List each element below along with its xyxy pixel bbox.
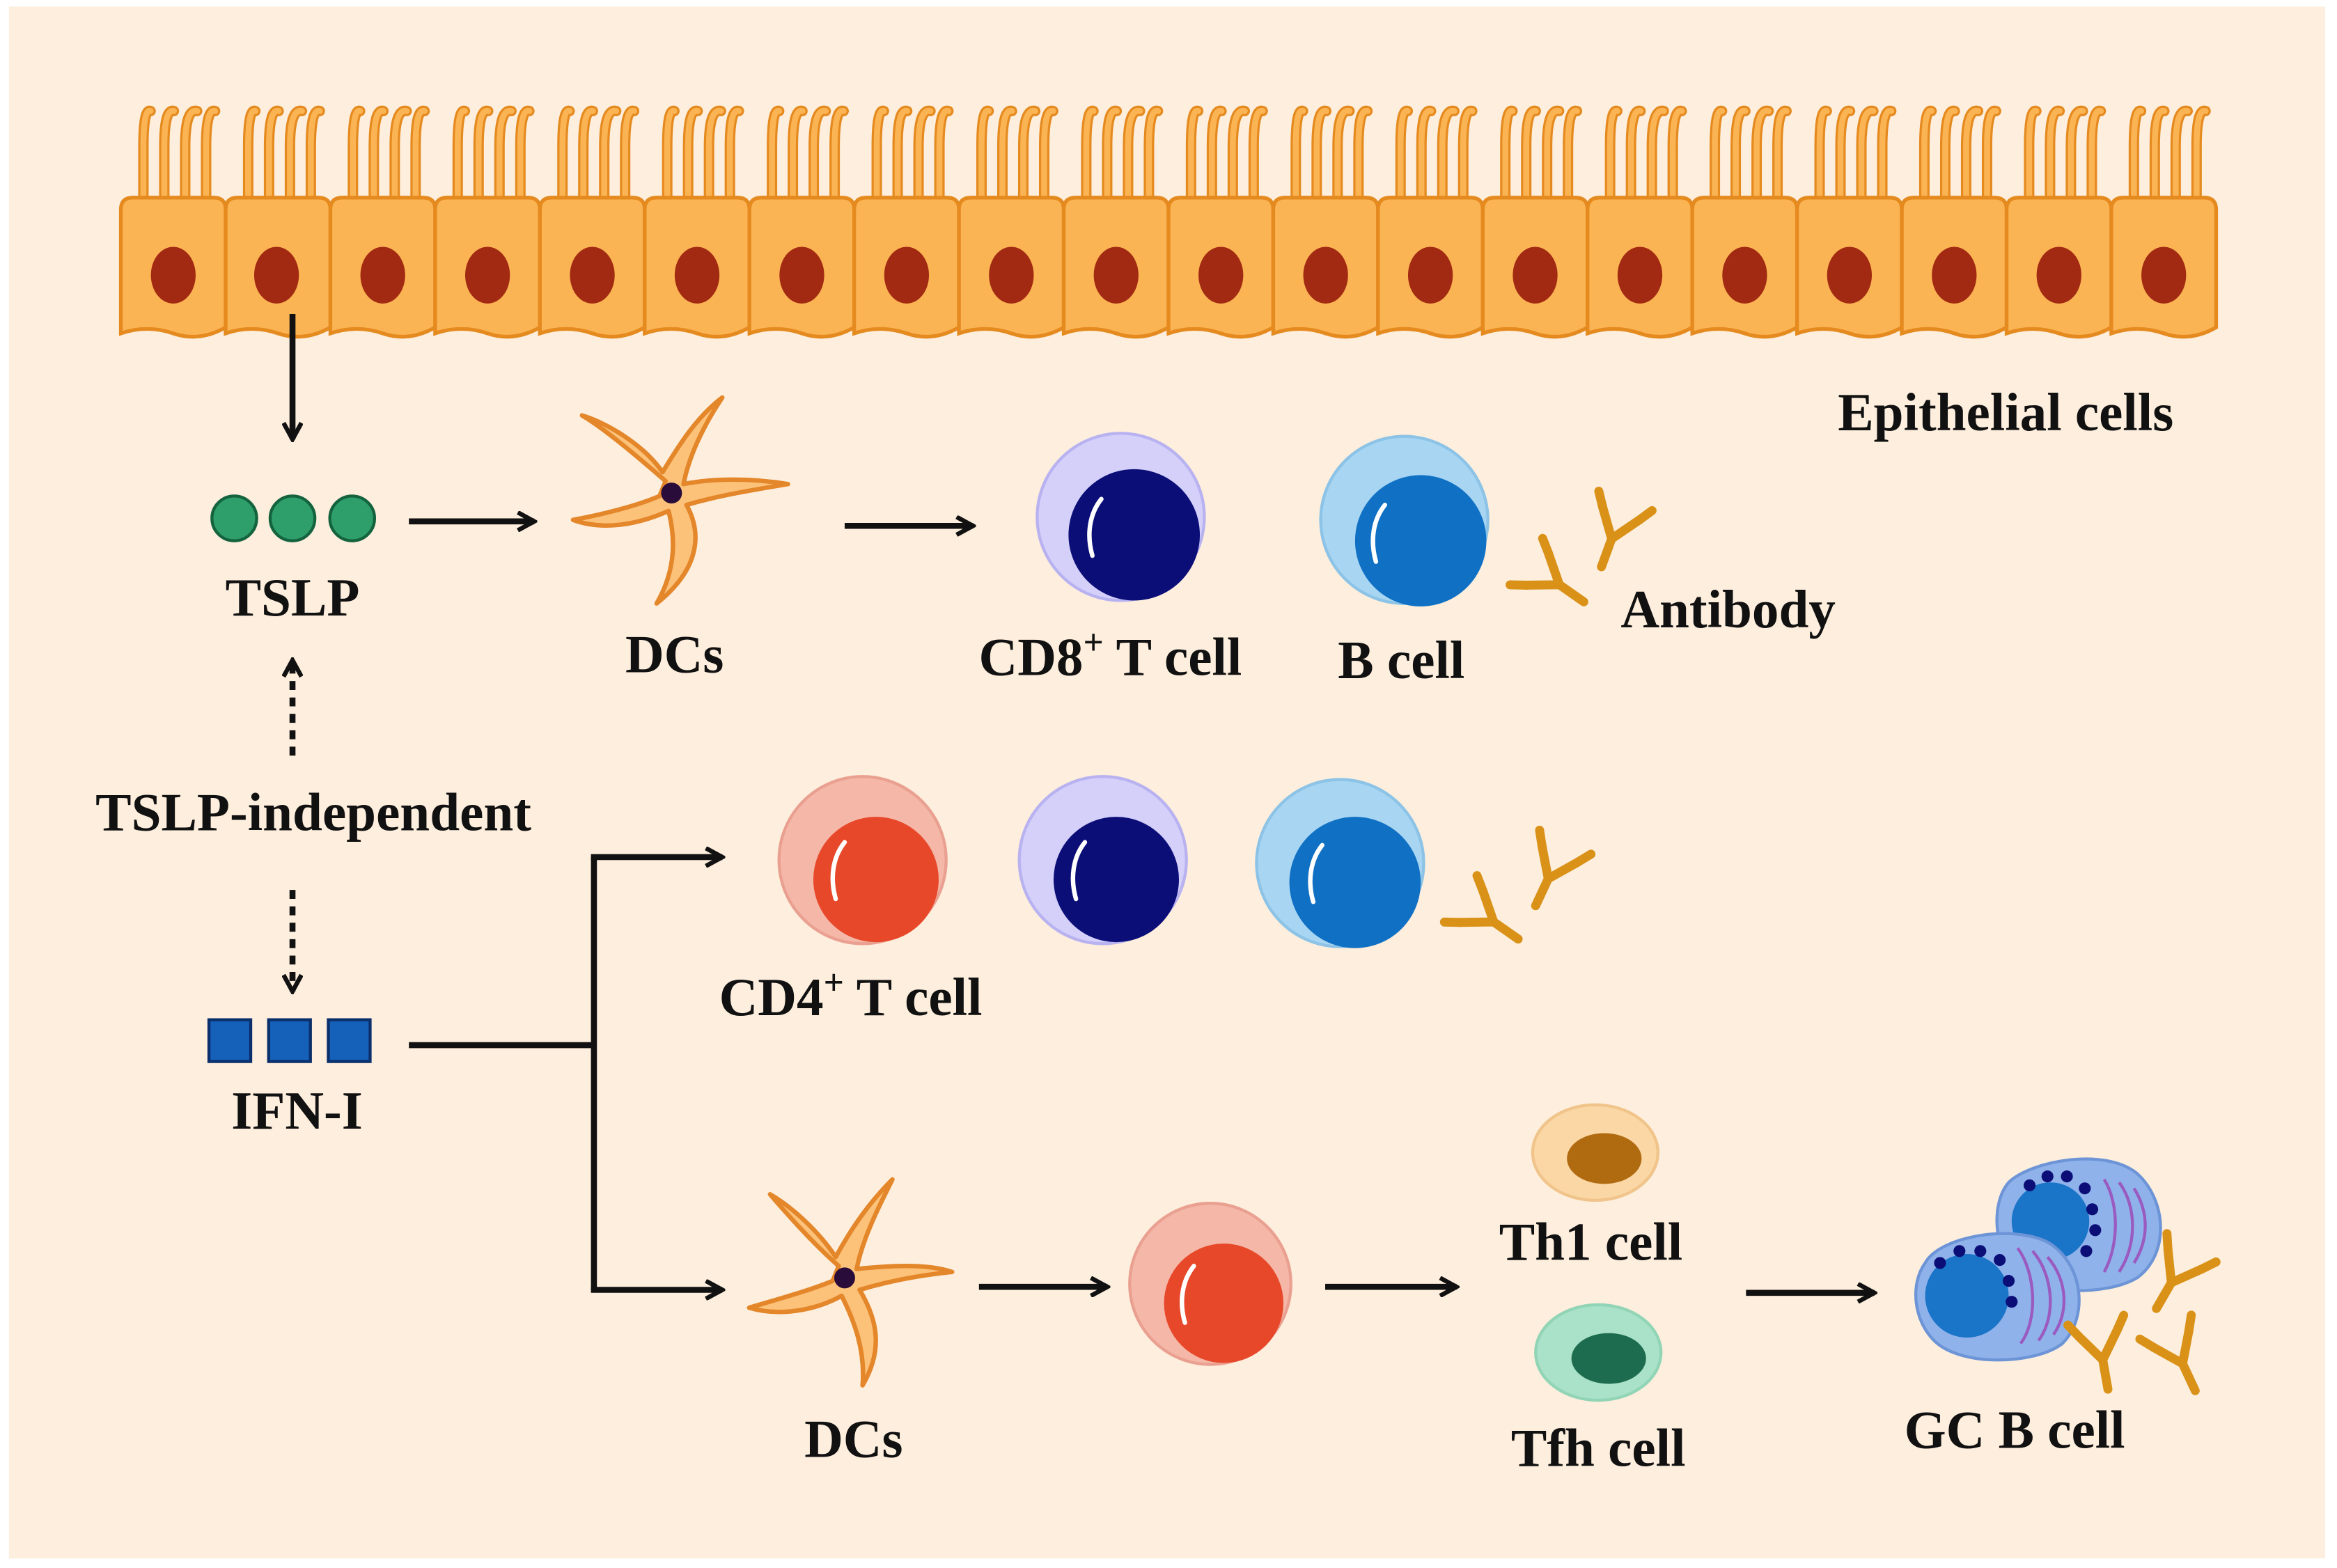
tslp-molecule <box>268 494 317 542</box>
epithelial-nucleus <box>989 246 1034 304</box>
tfh-cell <box>1534 1303 1663 1402</box>
epithelial-nucleus <box>1617 246 1663 304</box>
epithelial-nucleus <box>1513 246 1558 304</box>
label-dcs-bottom: DCs <box>804 1409 902 1469</box>
epithelial-nucleus <box>360 246 405 304</box>
epithelial-cell <box>1900 105 2009 339</box>
label-ifn-i: IFN-I <box>231 1081 363 1140</box>
epithelial-nucleus <box>2036 246 2081 304</box>
epithelial-nucleus <box>1827 246 1873 304</box>
ifn-molecule <box>327 1018 372 1063</box>
gc-b-cell-front <box>1914 1232 2081 1362</box>
label-antibody: Antibody <box>1620 579 1836 639</box>
label-dcs-top: DCs <box>625 624 724 684</box>
epithelial-cell <box>538 105 647 339</box>
ifn-molecule <box>267 1018 312 1063</box>
epithelial-cell <box>1271 105 1380 339</box>
dendritic-cell-bottom <box>747 1177 955 1388</box>
label-cd8-t-cell: CD8+ T cell <box>979 623 1242 687</box>
antibody-top-2 <box>1506 533 1588 606</box>
epithelial-cell <box>2109 105 2219 339</box>
label-tfh-cell: Tfh cell <box>1511 1418 1686 1477</box>
cd8-t-cell-middle <box>1017 775 1188 946</box>
epithelial-nucleus <box>253 246 299 304</box>
connector-ifn-branch <box>409 857 597 1290</box>
label-epithelial-cells: Epithelial cells <box>1838 382 2173 442</box>
dendritic-cell-top <box>570 395 790 606</box>
epithelial-nucleus <box>2141 246 2187 304</box>
epithelial-cell <box>1586 105 1694 339</box>
tslp-molecule <box>210 494 258 542</box>
ifn-molecule <box>207 1018 253 1063</box>
tslp-molecule <box>328 494 377 542</box>
epithelial-cell <box>1061 105 1171 339</box>
antibody-gc-2 <box>2063 1310 2129 1394</box>
epithelial-cell <box>1690 105 1799 339</box>
label-b-cell: B cell <box>1338 630 1464 690</box>
b-cell-middle <box>1255 778 1425 948</box>
epithelial-cell <box>1480 105 1590 339</box>
dc-nucleus <box>834 1267 855 1289</box>
epithelial-nucleus <box>1198 246 1244 304</box>
cd4-t-cell-bottom <box>1128 1202 1292 1366</box>
epithelial-cell <box>1166 105 1276 339</box>
epithelial-cell <box>433 105 542 339</box>
epithelial-cell <box>1376 105 1485 339</box>
b-cell-top <box>1319 434 1490 606</box>
epithelial-nucleus <box>1722 246 1767 304</box>
epithelial-nucleus <box>1093 246 1139 304</box>
epithelial-nucleus <box>1932 246 1977 304</box>
cd8-t-cell <box>1035 432 1206 602</box>
antibody-middle-1 <box>1531 825 1596 911</box>
epithelial-nucleus <box>1407 246 1453 304</box>
label-gc-b-cell: GC B cell <box>1905 1400 2125 1460</box>
epithelial-nucleus <box>1303 246 1348 304</box>
epithelial-cell <box>747 105 857 339</box>
tslp-molecules <box>210 494 377 542</box>
epithelial-nucleus <box>674 246 720 304</box>
antibody-gc-1 <box>2152 1229 2221 1313</box>
epithelial-cell <box>224 105 333 339</box>
epithelial-cell <box>2004 105 2113 339</box>
epithelial-cell <box>957 105 1066 339</box>
label-cd4-t-cell: CD4+ T cell <box>719 963 983 1027</box>
cd4-t-cell <box>777 775 948 946</box>
antibody-middle-2 <box>1439 871 1523 944</box>
label-tslp: TSLP <box>226 567 360 627</box>
epithelial-nucleus <box>884 246 930 304</box>
th1-cell <box>1531 1103 1660 1202</box>
antibody-gc-3 <box>2135 1310 2200 1395</box>
epithelial-cell <box>852 105 961 339</box>
epithelial-nucleus <box>150 246 196 304</box>
epithelial-cell <box>1795 105 1904 339</box>
epithelial-layer <box>118 105 2219 339</box>
dc-nucleus <box>661 483 682 504</box>
epithelial-nucleus <box>570 246 615 304</box>
ifn-molecules <box>207 1018 372 1063</box>
epithelial-cell <box>328 105 437 339</box>
epithelial-nucleus <box>779 246 824 304</box>
label-th1-cell: Th1 cell <box>1499 1212 1683 1272</box>
antibody-top-1 <box>1594 487 1657 572</box>
epithelial-cell <box>643 105 751 339</box>
label-tslp-independent: TSLP-independent <box>95 782 531 842</box>
epithelial-cell <box>118 105 228 339</box>
epithelial-nucleus <box>464 246 510 304</box>
